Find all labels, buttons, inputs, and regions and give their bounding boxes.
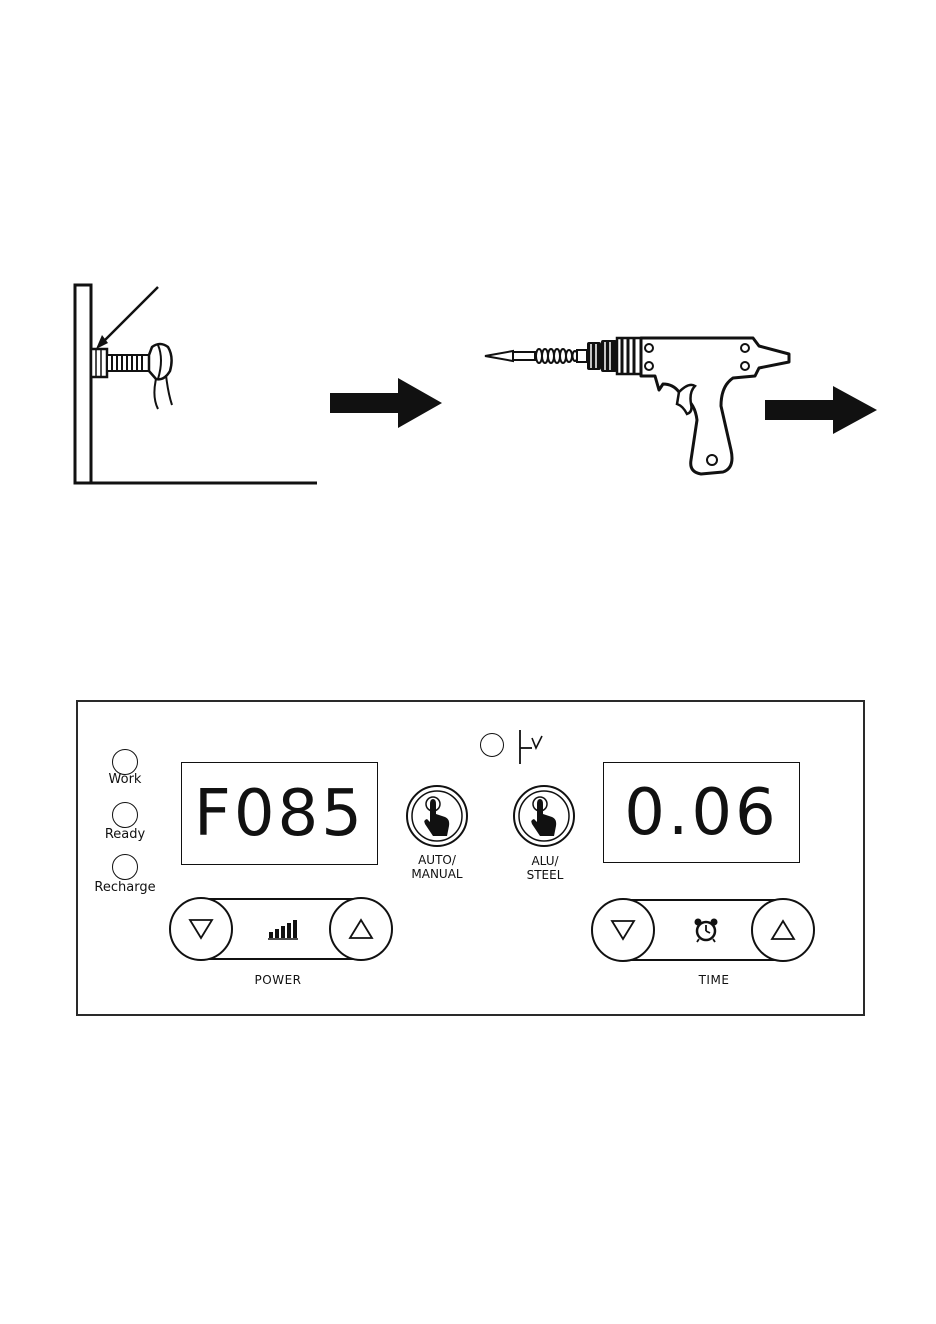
- triangle-down-icon: [610, 918, 636, 942]
- signal-bars-icon: [268, 920, 300, 940]
- triangle-up-icon: [348, 917, 374, 941]
- time-label: TIME: [674, 973, 754, 987]
- ready-indicator-light: [112, 802, 138, 828]
- power-increase-button[interactable]: [329, 897, 393, 961]
- recharge-indicator-label: Recharge: [80, 880, 170, 895]
- alu-steel-label: ALU/ STEEL: [506, 854, 584, 882]
- work-indicator-label: Work: [90, 772, 160, 787]
- auto-manual-button[interactable]: [405, 784, 469, 848]
- time-control: [592, 899, 814, 961]
- time-display: 0.06: [603, 762, 800, 863]
- power-display: F085: [181, 762, 378, 865]
- mode-indicator-light: [480, 733, 504, 757]
- triangle-down-icon: [188, 917, 214, 941]
- power-label: POWER: [238, 973, 318, 987]
- triangle-up-icon: [770, 918, 796, 942]
- alarm-clock-icon: [693, 917, 719, 943]
- time-decrease-button[interactable]: [591, 898, 655, 962]
- alu-steel-button[interactable]: [512, 784, 576, 848]
- power-control: [170, 898, 392, 960]
- ready-indicator-label: Ready: [90, 827, 160, 842]
- finger-press-icon: [512, 784, 576, 848]
- workpiece-stud-illustration: [60, 275, 330, 495]
- auto-manual-label: AUTO/ MANUAL: [396, 853, 478, 881]
- time-increase-button[interactable]: [751, 898, 815, 962]
- power-decrease-button[interactable]: [169, 897, 233, 961]
- right-arrow-icon: [765, 386, 879, 436]
- stud-welding-gun-icon: [483, 332, 793, 482]
- weld-symbol-icon: [512, 726, 548, 766]
- right-arrow-icon: [330, 378, 444, 428]
- control-panel: Work Ready Recharge F085 0.06 AUTO/ MANU…: [76, 700, 865, 1016]
- finger-press-icon: [405, 784, 469, 848]
- recharge-indicator-light: [112, 854, 138, 880]
